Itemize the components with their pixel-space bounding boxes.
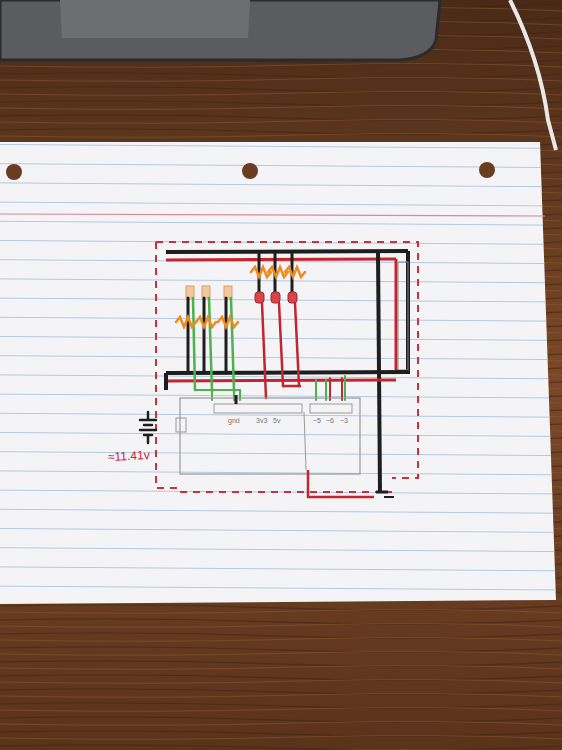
pin-label: 5v xyxy=(273,417,280,424)
pin-label: ~6 xyxy=(326,417,334,424)
pin-label: ~5 xyxy=(313,417,321,424)
pin-label: ~3 xyxy=(340,417,348,424)
voltage-label: ≈11.41v xyxy=(108,449,150,463)
pin-label: 3v3 xyxy=(256,417,267,424)
pin-label: gnd xyxy=(228,417,240,424)
